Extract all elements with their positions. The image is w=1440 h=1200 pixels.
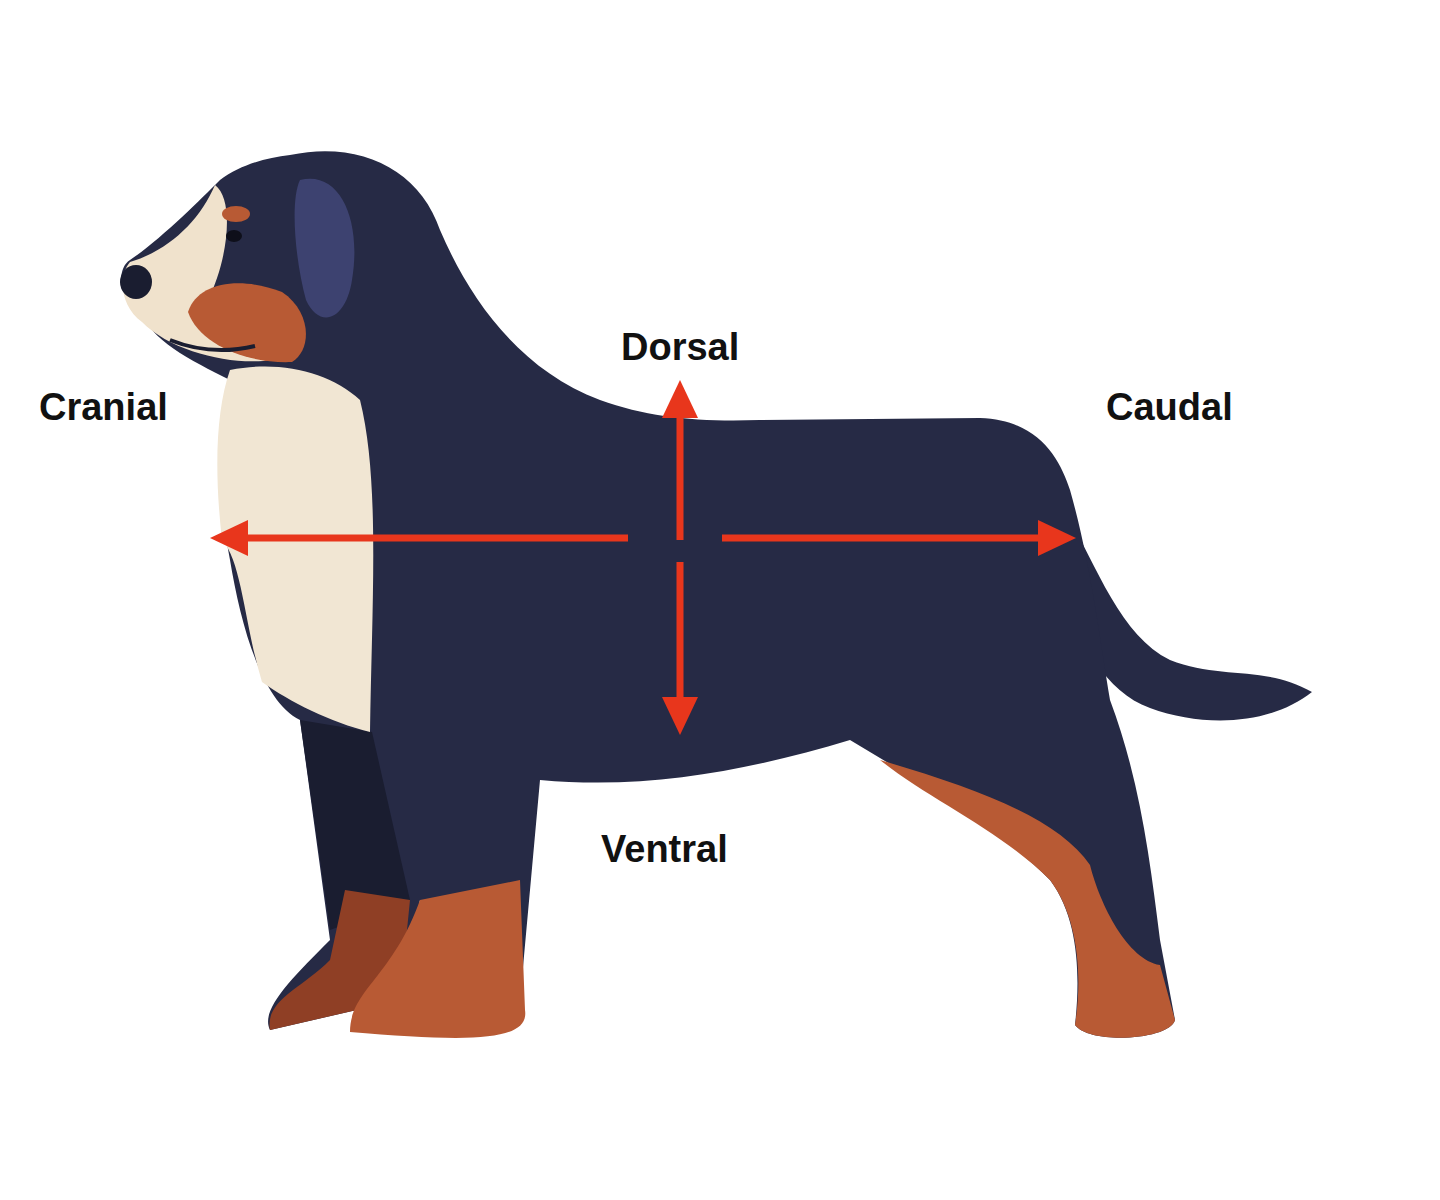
arrow-shaft (722, 535, 1045, 542)
arrow-head (1038, 520, 1076, 556)
direction-arrows (210, 380, 1076, 735)
direction-label: Caudal (1106, 386, 1233, 430)
dog-front-paw (350, 880, 525, 1038)
arrow-head (662, 697, 698, 735)
dog-brow (222, 206, 250, 222)
dog-ear (295, 179, 355, 318)
direction-label: Cranial (39, 386, 168, 430)
direction-label: Ventral (601, 828, 728, 872)
arrow-shaft (240, 535, 628, 542)
dog-body (121, 151, 1175, 1038)
dog-eye (226, 230, 242, 242)
arrow-head (210, 520, 248, 556)
arrow-head (662, 380, 698, 418)
arrow-shaft (677, 562, 684, 700)
dog-nose (120, 265, 152, 299)
direction-label: Dorsal (621, 326, 739, 370)
arrow-shaft (677, 412, 684, 540)
dog-hind-leg (880, 760, 1175, 1038)
dog-mouth (170, 340, 255, 350)
